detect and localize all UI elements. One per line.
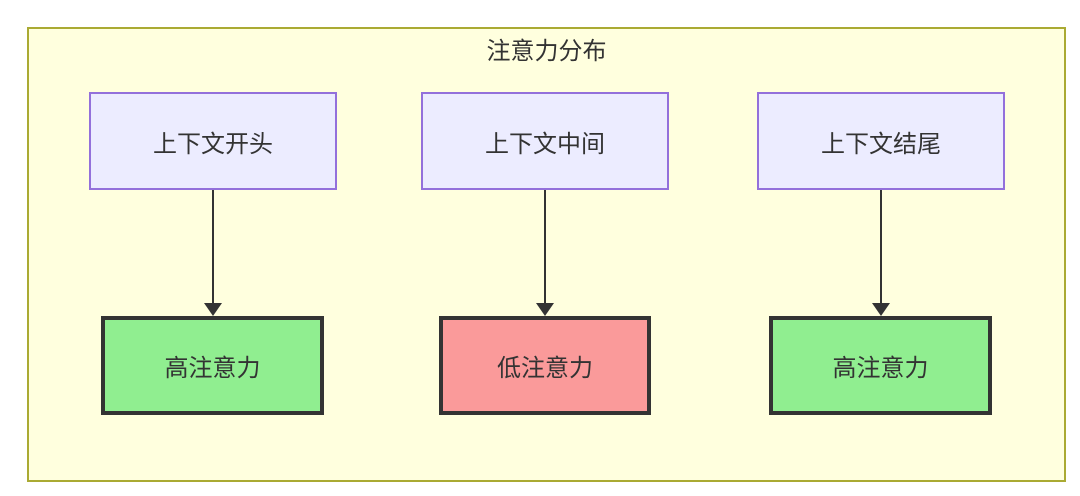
edge-line	[212, 190, 214, 303]
arrowhead-icon	[536, 303, 554, 316]
node-label: 高注意力	[164, 355, 261, 382]
node-attention-low-middle[interactable]: 低注意力	[439, 316, 651, 415]
arrowhead-icon	[204, 303, 222, 316]
node-label: 高注意力	[832, 355, 929, 382]
node-attention-high-end[interactable]: 高注意力	[769, 316, 992, 415]
edge-line	[544, 190, 546, 303]
node-label: 低注意力	[497, 355, 593, 382]
node-context-end[interactable]: 上下文结尾	[757, 92, 1005, 190]
node-attention-high-start[interactable]: 高注意力	[101, 316, 324, 415]
subgraph-title: 注意力分布	[486, 38, 607, 65]
node-label: 上下文中间	[485, 130, 605, 158]
node-context-middle[interactable]: 上下文中间	[421, 92, 669, 190]
edge-line	[880, 190, 882, 303]
node-label: 上下文开头	[153, 130, 273, 158]
node-label: 上下文结尾	[821, 130, 941, 158]
attention-distribution-subgraph: 注意力分布 上下文开头 高注意力 上下文中间 低注意力 上下文结尾	[27, 27, 1066, 482]
arrowhead-icon	[872, 303, 890, 316]
node-context-start[interactable]: 上下文开头	[89, 92, 337, 190]
